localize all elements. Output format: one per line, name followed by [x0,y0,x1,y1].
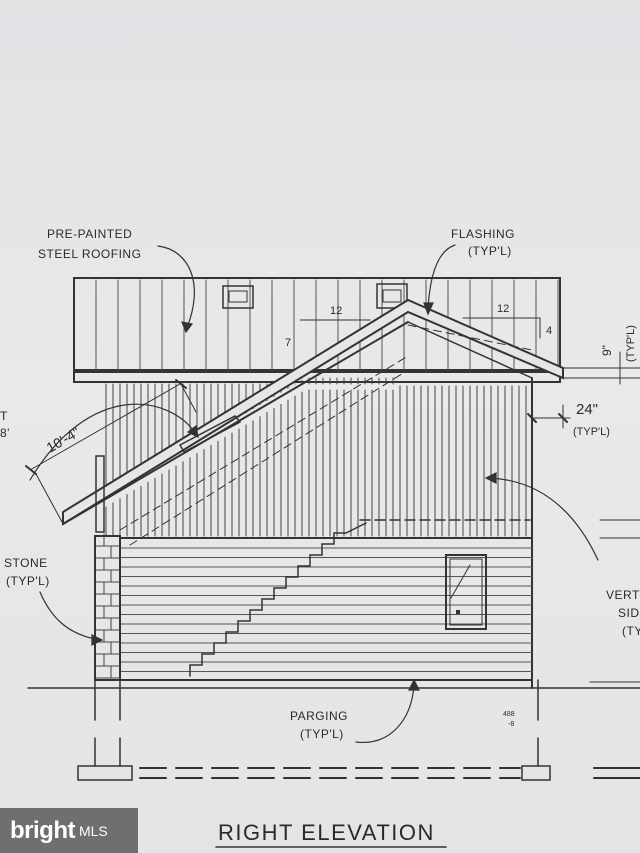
watermark-brand: bright [10,816,75,844]
upper-roof [73,277,561,383]
dim-pitch-run-b: 12 [497,303,509,315]
gable-roof [62,298,564,546]
window [445,554,487,630]
label-parging-2: (TYP'L) [300,727,344,741]
label-siding-2: SID [618,606,640,620]
small-note-2: -8 [508,721,514,728]
label-cut-2: 8' [0,426,10,440]
dim-fascia: 9" [600,345,614,356]
dim-overhang-note: (TYP'L) [573,426,610,438]
watermark-suffix: MLS [78,822,108,839]
dim-pitch-rise-b: 4 [546,325,552,337]
stone-column [94,455,121,681]
label-flashing-1: FLASHING [451,227,515,241]
dim-overhang: 24" [576,401,598,418]
small-note-1: 488 [503,711,515,718]
label-roofing-1: PRE-PAINTED [47,227,132,241]
dim-pitch-rise-a: 7 [285,337,291,349]
dim-pitch-run-a: 12 [330,305,342,317]
lower-wall [119,522,533,689]
label-stone-1: STONE [4,556,48,570]
foundation [27,519,640,781]
label-siding-1: VERT [606,588,640,602]
dim-fascia-note: (TYP'L) [625,325,637,362]
watermark-badge: bright MLS [0,808,138,853]
roof-vent-left [222,285,254,309]
label-cut-1: T [0,409,8,423]
roof-vent-right [376,283,408,309]
label-siding-3: (TY [622,624,640,638]
annotations: PRE-PAINTED STEEL ROOFING FLASHING (TYP'… [0,227,640,845]
label-roofing-2: STEEL ROOFING [38,247,141,261]
drawing-title: RIGHT ELEVATION [218,820,435,845]
label-stone-2: (TYP'L) [6,574,50,588]
leader-lines [29,244,599,743]
label-flashing-2: (TYP'L) [468,244,512,258]
label-parging-1: PARGING [290,709,348,723]
